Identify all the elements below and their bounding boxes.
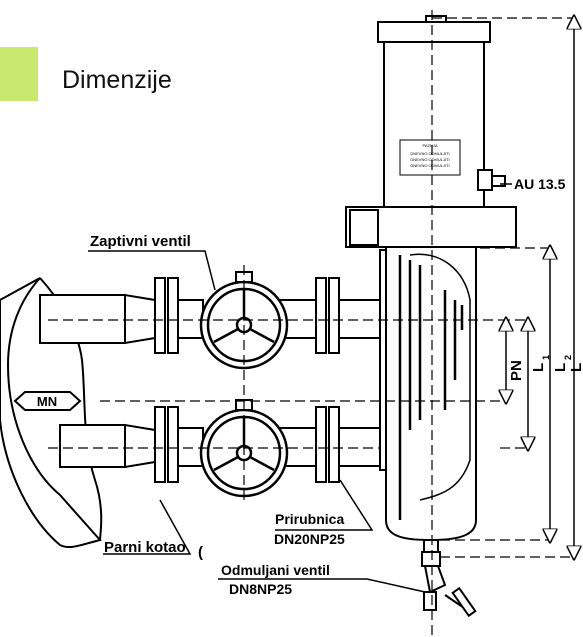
- mn-label: MN: [37, 394, 57, 409]
- zaptivni-ventil-label: Zaptivni ventil: [90, 233, 191, 250]
- parni-kotao-label: Parni kotao: [104, 539, 186, 556]
- warning-plate-line-1: DNEVNO ODMULJITI: [410, 151, 449, 156]
- pn-label: PN: [508, 360, 525, 381]
- l1-label: L: [530, 363, 547, 372]
- dimension-lines: [506, 22, 574, 553]
- warning-plate-title: PAZNJA: [422, 143, 437, 148]
- l1-subscript: 1: [541, 355, 551, 360]
- odmuljani-size-label: DN8NP25: [229, 581, 292, 597]
- chamber-curve: [409, 253, 471, 501]
- warning-plate-line-3: DNEVNO ODMULJITI: [410, 163, 449, 168]
- page-title: Dimenzije: [62, 66, 172, 94]
- mn-marker: [13, 391, 82, 411]
- odmuljani-label: Odmuljani ventil: [221, 562, 330, 578]
- centerlines: [48, 10, 575, 637]
- l2-label: L: [552, 363, 569, 372]
- boiler-outline: [0, 277, 102, 549]
- leader-lines: [88, 183, 512, 593]
- warning-plate-line-2: DNEVNO ODMULJITI: [410, 157, 449, 162]
- drain-valve: [421, 539, 477, 618]
- l3-label: L: [568, 363, 583, 372]
- au-label: AU 13.5: [514, 176, 566, 192]
- electrodes: [398, 255, 464, 520]
- l2-subscript: 2: [563, 355, 573, 360]
- upper-cylinder: [345, 15, 517, 248]
- paren-mark: (: [198, 544, 203, 561]
- prirubnica-size-label: DN20NP25: [274, 531, 345, 547]
- warning-plate: [399, 139, 461, 176]
- section-accent-bar: [0, 47, 38, 101]
- prirubnica-label: Prirubnica: [275, 511, 344, 527]
